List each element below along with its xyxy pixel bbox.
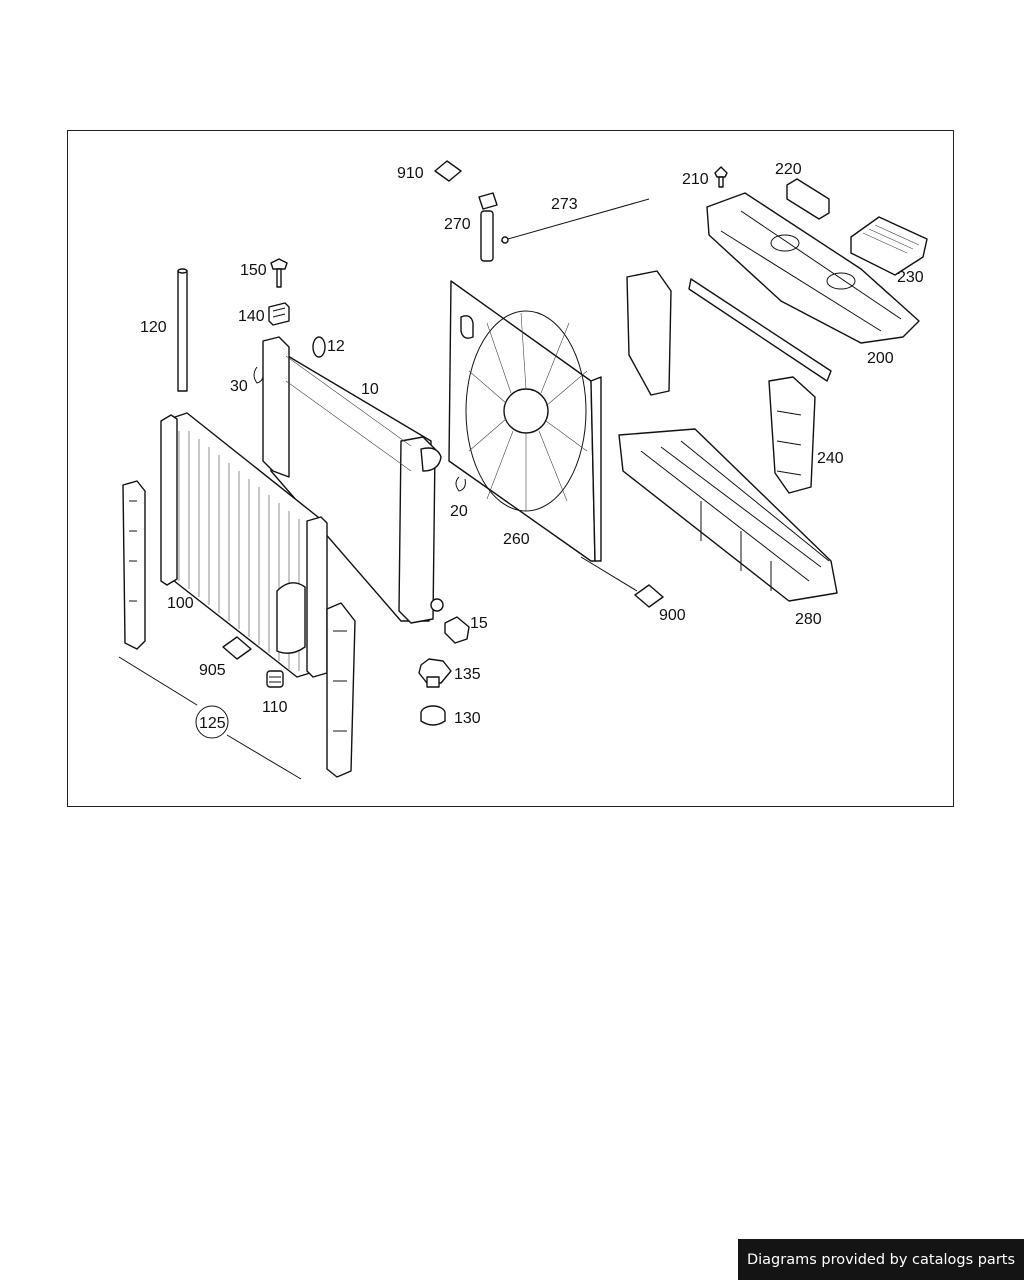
part-125-right-bracket <box>326 602 356 778</box>
callout-150: 150 <box>240 262 267 279</box>
part-260-fan-shroud <box>448 280 602 562</box>
callout-135: 135 <box>454 666 481 683</box>
callout-20: 20 <box>450 503 468 520</box>
callout-130: 130 <box>454 710 481 727</box>
callout-230: 230 <box>897 269 924 286</box>
part-125-left-bracket <box>122 480 146 650</box>
part-20-clip <box>455 476 466 492</box>
callout-280: 280 <box>795 611 822 628</box>
parts-diagram: 910 270 273 210 220 230 200 240 150 140 … <box>118 160 928 780</box>
part-273-cable <box>500 198 650 244</box>
part-110-dryer <box>266 670 284 688</box>
callout-10: 10 <box>361 381 379 398</box>
part-15-sensor <box>444 616 470 644</box>
callout-200: 200 <box>867 350 894 367</box>
callout-910: 910 <box>397 165 424 182</box>
part-100-condenser <box>160 412 328 678</box>
callout-905: 905 <box>199 662 226 679</box>
part-140-clip <box>268 302 290 326</box>
callout-125: 125 <box>199 715 226 732</box>
callout-273: 273 <box>551 196 578 213</box>
callout-900: 900 <box>659 607 686 624</box>
part-910-label <box>434 160 462 182</box>
callout-240: 240 <box>817 450 844 467</box>
part-240-air-guide <box>768 376 816 494</box>
part-120-rod <box>177 268 188 392</box>
callout-140: 140 <box>238 308 265 325</box>
credit-banner: Diagrams provided by catalogs parts <box>738 1239 1024 1280</box>
callout-110: 110 <box>262 699 288 716</box>
credit-text: Diagrams provided by catalogs parts <box>746 1251 1016 1268</box>
callout-270: 270 <box>444 216 471 233</box>
part-12-o-ring <box>312 336 326 358</box>
part-200-air-duct <box>706 192 920 344</box>
part-135-cap <box>418 658 452 688</box>
callout-220: 220 <box>775 161 802 178</box>
callout-30: 30 <box>230 378 248 395</box>
part-270-sensor <box>478 192 498 262</box>
part-10-radiator <box>262 336 444 624</box>
callout-210: 210 <box>682 171 709 188</box>
callout-120: 120 <box>140 319 167 336</box>
diagram-frame: 910 270 273 210 220 230 200 240 150 140 … <box>67 130 954 807</box>
part-130-cap <box>420 705 446 726</box>
callout-12: 12 <box>327 338 345 355</box>
part-905-label <box>222 636 252 660</box>
callout-100: 100 <box>167 595 194 612</box>
callout-260: 260 <box>503 531 530 548</box>
part-900-label <box>634 584 664 608</box>
part-150-bolt <box>270 258 288 288</box>
part-230-grille <box>850 216 928 276</box>
part-side-panel <box>626 270 832 396</box>
callout-15: 15 <box>470 615 488 632</box>
part-220-filter <box>786 178 830 220</box>
callout-125-circle <box>195 705 229 739</box>
part-210-clip <box>714 166 728 188</box>
callout-labels: 910 270 273 210 220 230 200 240 150 140 … <box>140 161 924 732</box>
part-30-clip <box>253 366 264 384</box>
part-280-support-frame <box>618 428 838 602</box>
